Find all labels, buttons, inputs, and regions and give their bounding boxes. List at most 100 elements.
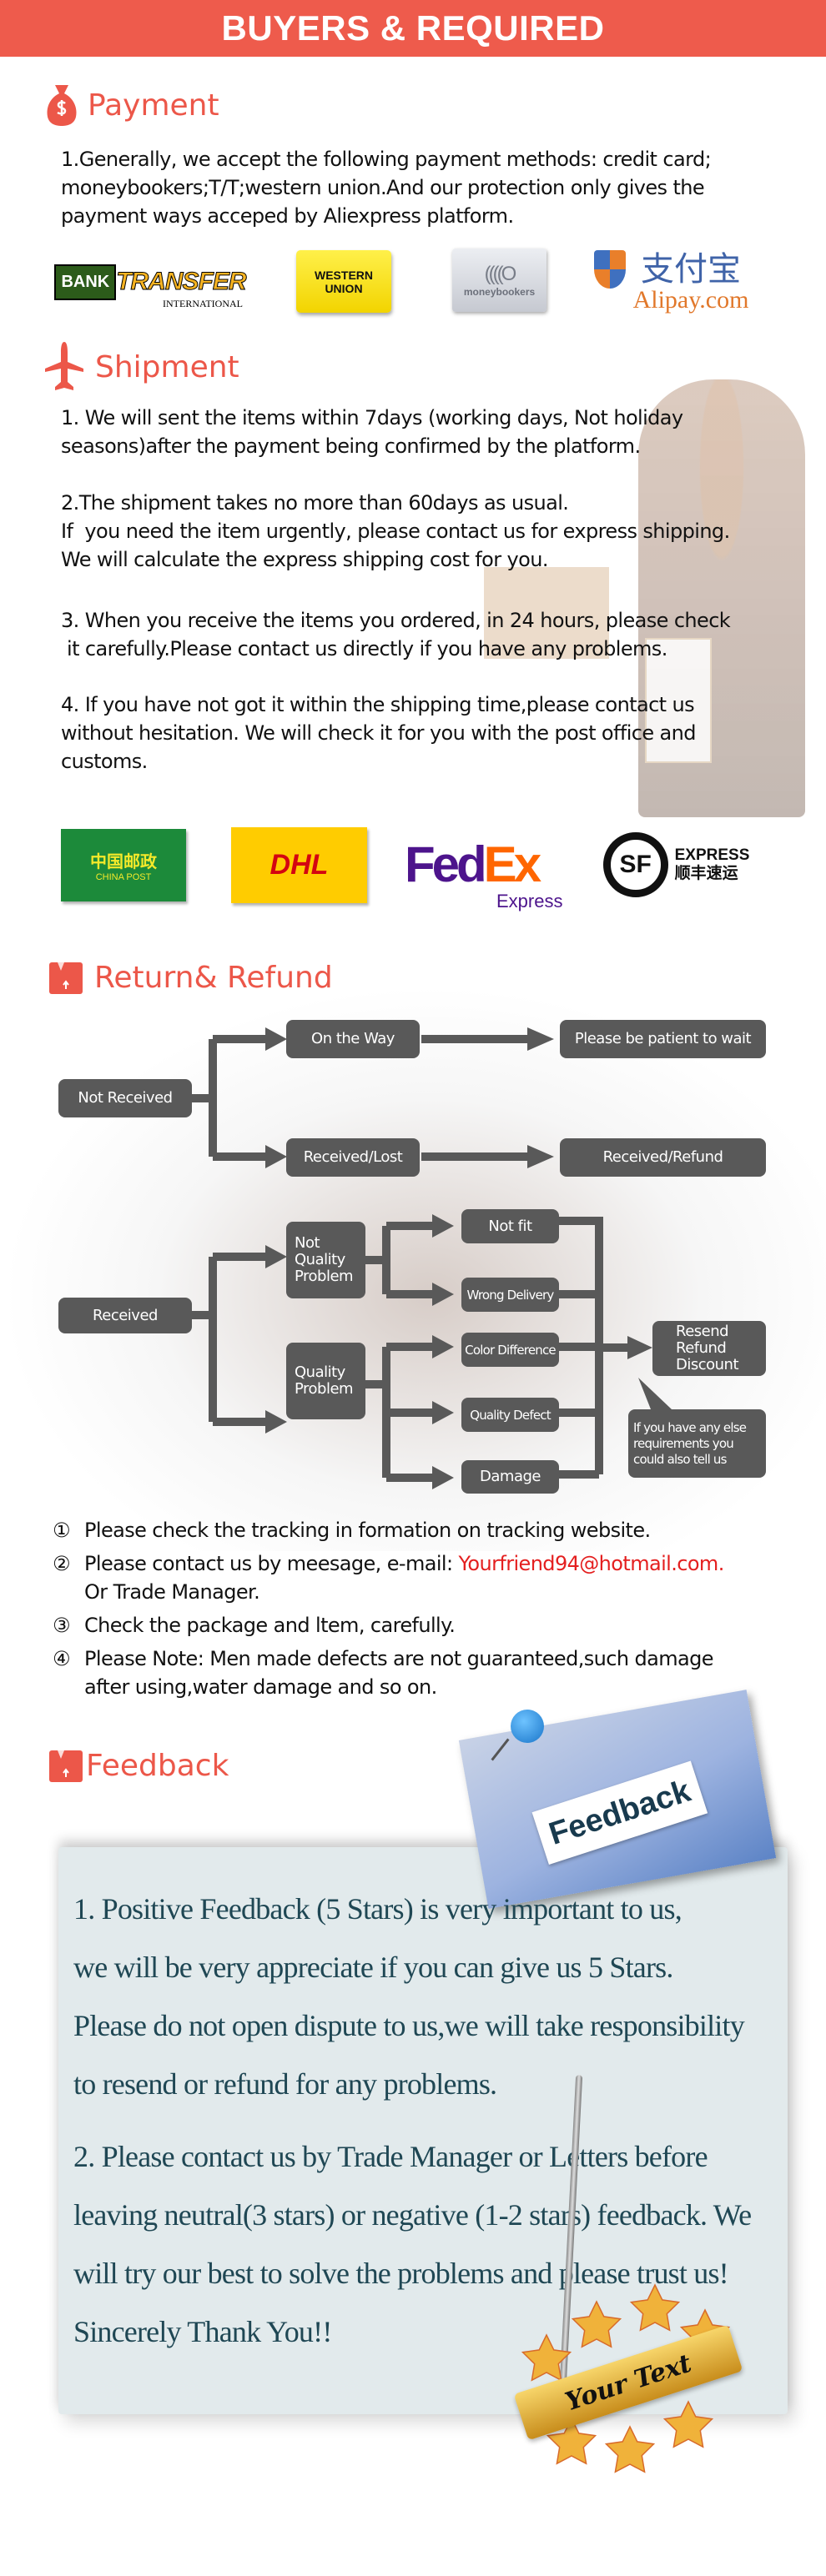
speech-pointer: [638, 1378, 672, 1409]
star-badge: Your Text: [501, 2284, 751, 2473]
flow-else-note: If you have any else requirements you co…: [628, 1409, 766, 1478]
note-text: Please contact us by meesage, e-mail:: [84, 1552, 459, 1575]
shipment-line: 2.The shipment takes no more than 60days…: [61, 491, 569, 515]
china-post-cn: 中国邮政: [90, 853, 157, 871]
airplane-icon: [45, 342, 83, 390]
shipment-line: customs.: [61, 750, 148, 773]
moneybookers-rings: ((((O: [484, 263, 517, 285]
fedex-sub: Express: [496, 891, 563, 911]
page-banner: BUYERS & REQUIRED: [0, 0, 826, 57]
payment-line: 1.Generally, we accept the following pay…: [61, 148, 712, 171]
refund-title: Return& Refund: [94, 960, 333, 995]
arrowhead: [265, 1027, 287, 1051]
refund-heading: Return& Refund: [48, 959, 333, 996]
payment-text: 1.Generally, we accept the following pay…: [61, 145, 712, 230]
arrowhead: [432, 1401, 454, 1424]
connector-not-received: [190, 1035, 267, 1161]
arrowhead: [527, 1145, 554, 1168]
flow-color-difference: Color Difference: [461, 1333, 559, 1367]
note-item: ③ Check the package and ltem, carefully.: [53, 1611, 724, 1640]
note-number: ③: [53, 1614, 71, 1637]
note-number: ②: [53, 1552, 71, 1575]
feedback-line: we will be very appreciate if you can gi…: [73, 1951, 673, 1984]
connector-received: [190, 1253, 267, 1426]
payment-heading: Payment: [46, 83, 219, 127]
parcel-box: [484, 567, 609, 659]
arrowhead: [265, 1410, 287, 1434]
arrowhead: [432, 1283, 454, 1306]
note-item: ② Please contact us by meesage, e-mail: …: [53, 1549, 724, 1606]
star-icon: [521, 2334, 572, 2382]
feedback-sign: Feedback: [531, 1760, 708, 1865]
note-text: Check the package and ltem, carefully.: [84, 1614, 456, 1637]
feedback-title: Feedback: [86, 1748, 229, 1783]
fedex-fed: Fed: [405, 836, 487, 892]
moneybookers-logo: ((((O moneybookers: [452, 249, 546, 312]
package-icon: [49, 960, 83, 994]
bank-transfer-box: BANK: [54, 264, 117, 300]
note-text: after using,water damage and so on.: [84, 1675, 437, 1699]
note-text: Please check the tracking in formation o…: [84, 1519, 651, 1542]
shipment-line: 3. When you receive the items you ordere…: [61, 609, 731, 632]
feedback-line: will try our best to solve the problems …: [73, 2257, 729, 2290]
pushpin-icon: [511, 1710, 544, 1743]
shipment-title: Shipment: [95, 349, 239, 384]
fedex-logo: FedEx Express: [405, 834, 584, 917]
alipay-en: Alipay.com: [632, 286, 749, 314]
sf-mark: SF: [619, 851, 652, 878]
payment-line: payment ways acceped by Aliexpress platf…: [61, 204, 514, 228]
star-icon: [605, 2426, 655, 2473]
flow-on-the-way: On the Way: [286, 1020, 420, 1058]
star-icon: [572, 2301, 622, 2348]
banner-title: BUYERS & REQUIRED: [221, 8, 605, 48]
flow-not-fit: Not fit: [461, 1209, 559, 1243]
flow-wrong-delivery: Wrong Delivery: [461, 1278, 559, 1312]
shipment-para-3: 3. When you receive the items you ordere…: [61, 606, 731, 663]
flow-not-received: Not Received: [58, 1079, 192, 1117]
arrowhead: [627, 1336, 652, 1359]
dhl-word: DHL: [269, 849, 329, 881]
flow-not-quality-problem: Not Quality Problem: [286, 1222, 365, 1298]
arrowhead: [432, 1335, 454, 1358]
shipment-para-1: 1. We will sent the items within 7days (…: [61, 404, 683, 460]
alipay-cn: 支付宝: [641, 251, 741, 288]
alipay-logo: 支付宝 Alipay.com: [591, 245, 758, 319]
shipment-line: We will calculate the express shipping c…: [61, 548, 548, 571]
payment-line: moneybookers;T/T;western union.And our p…: [61, 176, 705, 199]
feedback-line: Sincerely Thank You!!: [73, 2315, 332, 2348]
note-number: ①: [53, 1519, 71, 1542]
feedback-line: leaving neutral(3 stars) or negative (1-…: [73, 2198, 752, 2232]
note-number: ④: [53, 1647, 71, 1670]
flow-received-lost: Received/Lost: [286, 1138, 420, 1177]
feedback-line: Please do not open dispute to us,we will…: [73, 2009, 745, 2042]
china-post-en: CHINA POST: [95, 872, 152, 882]
flow-damage: Damage: [461, 1460, 559, 1494]
feedback-line: to resend or refund for any problems.: [73, 2067, 497, 2101]
money-bag-icon: [47, 85, 77, 126]
package-icon: [49, 1748, 83, 1782]
alipay-shield-icon: [594, 250, 626, 289]
delivery-man-image: [484, 379, 805, 817]
note-item: ④ Please Note: Men made defects are not …: [53, 1645, 724, 1701]
feedback-line: 1. Positive Feedback (5 Stars) is very i…: [73, 1892, 682, 1926]
bank-transfer-sub: INTERNATIONAL: [163, 298, 243, 309]
flow-received-refund: Received/Refund: [560, 1138, 766, 1177]
arrowhead: [432, 1214, 454, 1238]
shipment-line: 1. We will sent the items within 7days (…: [61, 406, 683, 429]
arrowhead: [527, 1027, 554, 1051]
western-union-line2: UNION: [325, 281, 363, 295]
shipment-para-2: 2.The shipment takes no more than 60days…: [61, 489, 730, 574]
shipment-line: If you need the item urgently, please co…: [61, 520, 730, 543]
sf-cn: 顺丰速运: [674, 865, 738, 882]
arrowhead: [265, 1245, 287, 1268]
bank-transfer-logo: BANK TRANSFER INTERNATIONAL: [54, 257, 247, 309]
refund-notes: ① Please check the tracking in formation…: [53, 1516, 724, 1706]
flow-received: Received: [58, 1298, 192, 1333]
shipment-heading: Shipment: [43, 340, 239, 394]
connector-quality: [365, 1343, 434, 1482]
bank-transfer-word: TRANSFER: [116, 268, 247, 296]
sf-ring: SF: [602, 832, 668, 897]
contact-email-link[interactable]: Yourfriend94@hotmail.com.: [458, 1552, 725, 1575]
western-union-line1: WESTERN: [315, 268, 373, 282]
china-post-logo: 中国邮政 CHINA POST: [61, 829, 186, 901]
